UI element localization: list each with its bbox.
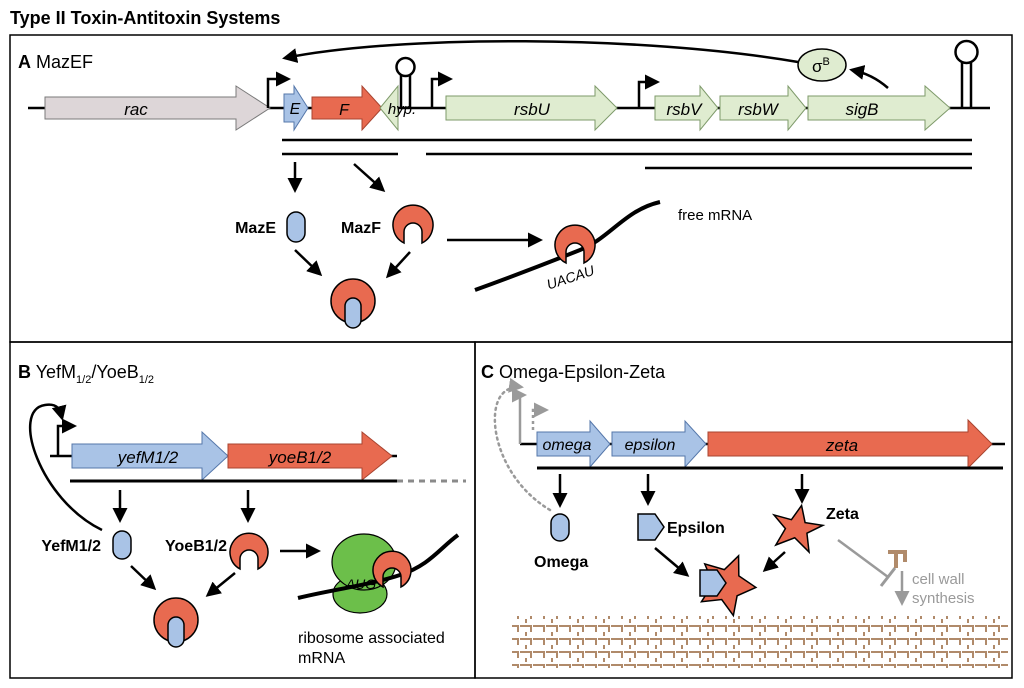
gene-yoeB-label: yoeB1/2 (268, 448, 332, 467)
gene-rsbW-label: rsbW (738, 100, 780, 119)
omega-repression-arrow (493, 377, 552, 512)
terminator-hyp (395, 56, 416, 108)
yefM-protein (112, 530, 132, 560)
mazE-label: MazE (235, 220, 276, 237)
promoter-omega-1 (512, 387, 527, 444)
cell-wall-label-line1: cell wall (912, 571, 965, 588)
gene-omega (536, 419, 611, 469)
gene-zeta (707, 418, 993, 470)
gene-sigB (807, 84, 951, 132)
autoregulation-arrow (28, 403, 103, 532)
zeta-protein (771, 503, 826, 555)
promoter-omega-2 (531, 402, 549, 430)
gene-rsbV (654, 84, 719, 132)
promoter-rsbU (430, 71, 453, 108)
arrow-yefM-to-complex (130, 565, 157, 591)
mazF-bound-mrna (554, 224, 596, 265)
gene-yoeB (227, 430, 393, 482)
mazF-protein (392, 204, 434, 245)
gene-yefM-label: yefM1/2 (117, 448, 179, 467)
arrow-yoeB-to-complex (205, 572, 236, 597)
gene-rsbW (719, 84, 807, 132)
zeta-label: Zeta (826, 506, 859, 523)
gene-sigB-label: sigB (845, 100, 878, 119)
panel-a-heading: A MazEF (18, 52, 93, 72)
gene-epsilon (611, 419, 707, 469)
omega-protein (550, 513, 570, 542)
arrow-zeta-to-complex (762, 551, 786, 573)
free-mrna-label: free mRNA (678, 207, 752, 224)
mazEF-complex (330, 278, 376, 329)
sigma-b-factor (797, 48, 847, 82)
gene-epsilon-label: epsilon (625, 437, 676, 454)
epsilon-zeta-complex (699, 554, 758, 618)
gene-rac-label: rac (124, 100, 148, 119)
yoeB-protein (229, 532, 269, 571)
figure-title: Type II Toxin-Antitoxin Systems (10, 8, 280, 28)
panel-b-heading: B YefM1/2/YoeB1/2 (18, 362, 154, 386)
arrow-translate-mazF (353, 163, 386, 193)
gene-rsbU-label: rsbU (514, 100, 551, 119)
yoeB-on-ribosome (372, 550, 412, 589)
cell-wall-label-line2: synthesis (912, 590, 975, 607)
panel-b-frame (9, 341, 476, 679)
zeta-inhibition-bar (879, 567, 897, 587)
panel-b: B YefM1/2/YoeB1/2 yefM1/2 yoeB1/2 YefM1/… (18, 362, 466, 667)
yefM-yoeB-complex (153, 597, 199, 648)
panel-a-frame (9, 34, 1013, 343)
panel-c-heading: C Omega-Epsilon-Zeta (481, 362, 666, 382)
mazE-protein (286, 211, 306, 243)
zeta-inhibition-line (837, 538, 889, 579)
gene-hyp (379, 84, 399, 132)
cell-wall-precursor-icon (888, 550, 907, 568)
panel-a: A MazEF rac E F hyp. rsbU rsbV rsbW sigB (18, 39, 990, 329)
terminator-sigB (954, 39, 979, 108)
ribosome-label-line1: ribosome associated (298, 630, 445, 647)
gene-mazF (311, 84, 383, 132)
cell-wall-lattice (512, 616, 1008, 668)
promoter-yefM (56, 418, 77, 456)
cleavage-site-label: UACAU (545, 262, 597, 293)
gene-omega-label: omega (543, 437, 592, 454)
epsilon-label: Epsilon (667, 520, 725, 537)
promoter-rsbV (637, 74, 660, 108)
gene-zeta-label: zeta (825, 436, 858, 455)
gene-yefM (71, 430, 229, 482)
panel-c: C Omega-Epsilon-Zeta omega epsilon zeta … (481, 362, 1008, 668)
gene-rsbU (445, 84, 618, 132)
promoter-mazEF (266, 71, 291, 108)
epsilon-protein (637, 513, 665, 541)
mazF-label: MazF (341, 220, 381, 237)
yefM-label: YefM1/2 (41, 538, 101, 555)
gene-rac (44, 85, 271, 131)
arrow-epsilon-to-complex (654, 547, 690, 577)
arrow-sigB-to-sigma (849, 65, 889, 89)
ribosome-mrna-strand (297, 533, 460, 600)
ribosome-label-line2: mRNA (298, 650, 345, 667)
free-mrna-strand (474, 200, 661, 292)
start-codon-label: AUG (345, 576, 376, 592)
gene-rsbV-label: rsbV (667, 100, 704, 119)
arrow-mazF-to-complex (385, 251, 411, 279)
yoeB-label: YoeB1/2 (165, 538, 227, 555)
arrow-sigma-to-promoter (282, 39, 799, 64)
gene-mazE (283, 84, 309, 132)
panel-c-frame (474, 341, 1013, 679)
gene-mazF-label: F (339, 102, 350, 119)
arrow-mazE-to-complex (294, 249, 323, 277)
gene-mazE-label: E (290, 101, 301, 118)
ribosome (331, 533, 397, 614)
omega-label: Omega (534, 554, 588, 571)
sigma-b-label: σB (812, 56, 830, 76)
